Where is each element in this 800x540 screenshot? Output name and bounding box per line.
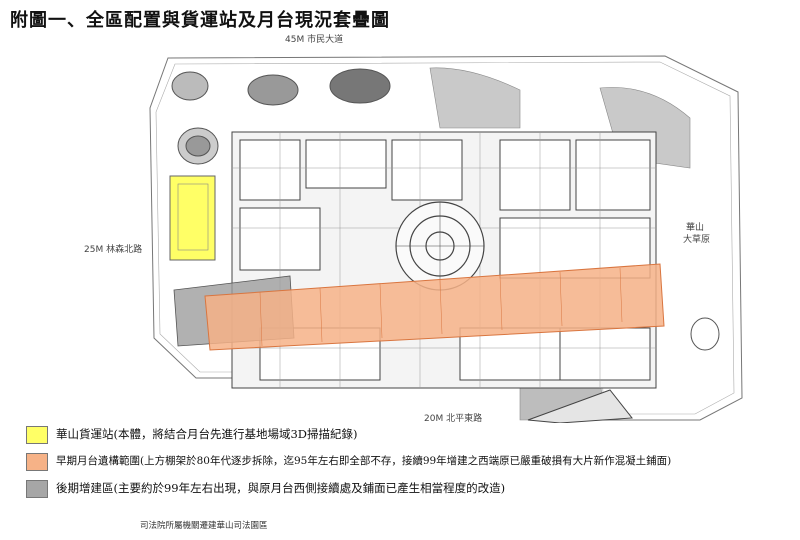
legend-item-later-addition: 後期增建區(主要約於99年左右出現，與原月台西側接續處及鋪面已產生相當程度的改造… (26, 478, 786, 500)
east-lawn-oval (690, 317, 720, 351)
legend-item-freight-station: 華山貨運站(本體，將結合月台先進行基地場域3D掃描紀錄) (26, 424, 786, 446)
road-label-east-1: 華山 (686, 221, 704, 233)
legend-label: 華山貨運站(本體，將結合月台先進行基地場域3D掃描紀錄) (56, 427, 358, 441)
road-label-south: 20M 北平東路 (424, 412, 482, 423)
road-label-west: 25M 林森北路 (84, 243, 142, 255)
freight-station-area (169, 175, 216, 261)
legend-label: 早期月台遺構範圍(上方棚架於80年代逐步拆除，迄95年左右即全部不存，接續99年… (56, 455, 672, 467)
road-label-north: 45M 市民大道 (285, 33, 343, 45)
early-platform-area (204, 263, 665, 351)
page-title: 附圖一、全區配置與貨運站及月台現況套疊圖 (10, 10, 390, 31)
legend-item-early-platform: 早期月台遺構範圍(上方棚架於80年代逐步拆除，迄95年左右即全部不存，接續99年… (26, 451, 786, 473)
site-plan-map: 45M 市民大道 25M 林森北路 華山 大草原 20M 北平東路 (84, 33, 743, 423)
north-plaza (171, 68, 391, 165)
legend-swatch-orange (26, 453, 48, 471)
southeast-building (527, 389, 633, 423)
legend-swatch-yellow (26, 426, 48, 444)
legend: 華山貨運站(本體，將結合月台先進行基地場域3D掃描紀錄) 早期月台遺構範圍(上方… (26, 424, 786, 505)
caption: 司法院所屬機關遷建華山司法園區 (140, 521, 268, 531)
legend-swatch-gray (26, 480, 48, 498)
legend-label: 後期增建區(主要約於99年左右出現，與原月台西側接續處及鋪面已產生相當程度的改造… (56, 481, 506, 495)
central-atrium (395, 201, 485, 291)
road-label-east-2: 大草原 (683, 233, 710, 245)
